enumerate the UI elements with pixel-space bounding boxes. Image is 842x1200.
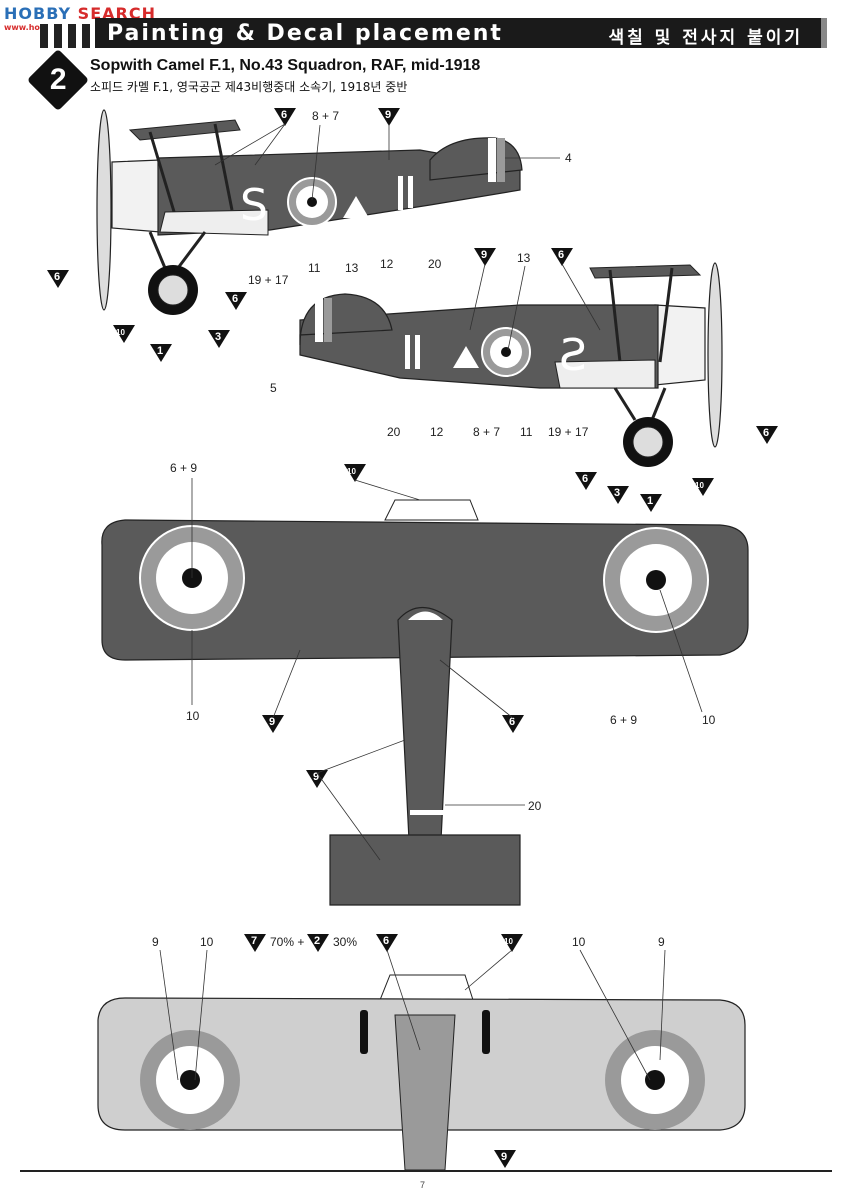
callout-bottom-8: 10 [572,935,586,949]
svg-text:6: 6 [232,293,238,305]
subject-subtitle: 소피드 카멜 F.1, 영국공군 제43비행중대 소속기, 1918년 중반 [90,80,408,94]
svg-text:6: 6 [558,249,564,261]
svg-text:6: 6 [54,271,60,283]
svg-text:10: 10 [116,328,125,337]
header-stripe-decoration [40,24,95,48]
svg-text:10: 10 [695,481,704,490]
callout-right-13: 10 [692,478,714,496]
fuselage-code-left: S [240,180,268,231]
callout-top-1: 10 [344,464,366,482]
callout-left-9: 20 [428,257,442,271]
callout-right-0: 9 [474,248,496,266]
side-view-right: S [299,262,723,467]
callout-left-4: 6 [225,292,247,310]
footer-rule [20,1170,832,1172]
callout-top-6: 10 [702,713,716,727]
callout-bottom-2: 7 [244,934,266,952]
callout-left-7: 13 [345,261,359,275]
callout-right-9: 6 [756,426,778,444]
callout-left-13: 3 [208,330,230,348]
callout-right-8: 19 + 17 [548,425,589,439]
callout-bottom-10: 9 [494,1150,516,1168]
svg-text:1: 1 [157,345,163,357]
callout-right-1: 13 [517,251,531,265]
svg-text:3: 3 [614,487,620,499]
callout-right-6: 8 + 7 [473,425,500,439]
callout-left-8: 12 [380,257,394,271]
callout-bottom-1: 10 [200,935,214,949]
page-title-korean: 색칠 및 전사지 붙이기 [608,28,803,48]
callout-left-11: 10 [113,325,135,343]
callout-right-4: 20 [387,425,401,439]
callout-right-10: 6 [575,472,597,490]
side-view-left: S [96,109,523,315]
svg-text:6: 6 [582,473,588,485]
svg-text:6: 6 [763,427,769,439]
callout-left-6: 11 [308,261,321,275]
bottom-view [97,974,746,1171]
callout-bottom-7: 10 [501,934,523,952]
callout-left-1: 8 + 7 [312,109,339,123]
svg-text:9: 9 [269,716,275,728]
svg-text:9: 9 [313,771,319,783]
fuselage-code-right: S [559,330,587,381]
svg-text:10: 10 [347,467,356,476]
callout-bottom-5: 30% [333,935,357,949]
svg-text:7: 7 [251,935,257,947]
callout-top-3: 9 [262,715,284,733]
svg-text:3: 3 [215,331,221,343]
callout-top-7: 9 [306,770,328,788]
callout-top-4: 6 [502,715,524,733]
callout-left-5: 19 + 17 [248,273,289,287]
svg-text:6: 6 [509,716,515,728]
callout-bottom-3: 70% + [270,935,304,949]
callout-right-12: 1 [640,494,662,512]
svg-text:9: 9 [501,1151,507,1163]
callout-right-7: 11 [520,425,533,439]
callout-layer: 6 8 + 7 9 4 6 19 + 17 11 13 12 20 6 10 1 [47,108,778,1168]
callout-top-2: 10 [186,709,200,723]
svg-text:6: 6 [383,935,389,947]
subject-title: Sopwith Camel F.1, No.43 Squadron, RAF, … [90,57,481,74]
callout-top-0: 6 + 9 [170,461,197,475]
callout-bottom-0: 9 [152,935,159,949]
callout-right-11: 3 [607,486,629,504]
propeller-shape [96,109,112,311]
svg-text:9: 9 [385,109,391,121]
callout-bottom-9: 9 [658,935,665,949]
callout-left-3: 4 [565,151,572,165]
svg-text:10: 10 [504,937,513,946]
callout-right-3: 5 [270,381,277,395]
callout-right-5: 12 [430,425,444,439]
top-view [101,499,749,906]
callout-left-10: 6 [47,270,69,288]
header-bar: Painting & Decal placement 색칠 및 전사지 붙이기 [95,18,827,48]
svg-text:6: 6 [281,109,287,121]
svg-text:9: 9 [481,249,487,261]
callout-bottom-4: 2 [307,934,329,952]
callout-bottom-6: 6 [376,934,398,952]
callout-left-12: 1 [150,344,172,362]
callout-left-2: 9 [378,108,400,126]
svg-text:1: 1 [647,495,653,507]
page-number: 7 [420,1180,426,1190]
svg-text:2: 2 [314,935,320,947]
callout-top-5: 6 + 9 [610,713,637,727]
page-title: Painting & Decal placement [107,21,503,46]
callout-right-2: 6 [551,248,573,266]
callout-top-8: 20 [528,799,542,813]
callout-left-0: 6 [274,108,296,126]
watermark-brand: HOBBY [4,4,72,23]
